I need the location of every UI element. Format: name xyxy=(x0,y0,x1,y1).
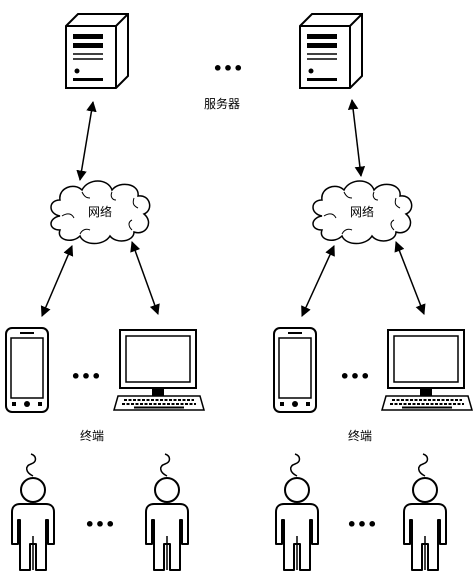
desktop-left-icon xyxy=(113,329,205,411)
network-label-left: 网络 xyxy=(88,204,112,219)
network-label-right: 网络 xyxy=(350,204,374,219)
user-right-1-icon xyxy=(275,453,319,571)
arrow-server-network-right xyxy=(347,98,366,178)
user-ellipsis-left: ••• xyxy=(85,515,116,534)
arrow-network-desktop-left xyxy=(130,241,160,315)
arrow-network-phone-left xyxy=(40,245,74,317)
desktop-right-icon xyxy=(381,329,473,411)
terminal-ellipsis-left: ••• xyxy=(71,367,102,386)
user-right-2-icon xyxy=(403,453,447,571)
arrow-network-phone-right xyxy=(301,245,335,317)
server-left-icon xyxy=(65,13,129,89)
phone-right-icon xyxy=(273,327,317,413)
user-ellipsis-right: ••• xyxy=(347,515,378,534)
user-left-1-icon xyxy=(11,453,55,571)
phone-left-icon xyxy=(5,327,49,413)
arrow-network-desktop-right xyxy=(394,241,426,315)
server-label: 服务器 xyxy=(204,96,240,111)
terminal-label-right: 终端 xyxy=(348,428,372,443)
user-left-2-icon xyxy=(145,453,189,571)
server-ellipsis: ••• xyxy=(213,59,244,78)
terminal-label-left: 终端 xyxy=(80,428,104,443)
arrow-server-network-left xyxy=(76,100,97,182)
terminal-ellipsis-right: ••• xyxy=(340,367,371,386)
server-right-icon xyxy=(299,13,363,89)
